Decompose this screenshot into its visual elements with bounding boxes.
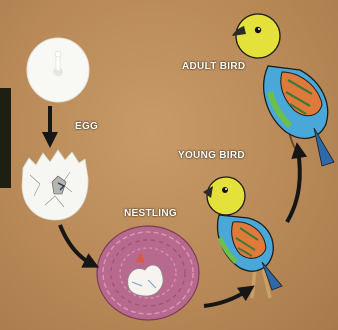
arrow-hatching-to-nest [60, 225, 92, 264]
hatching-egg-stage [22, 150, 88, 220]
young-bird-stage [203, 177, 282, 298]
stage-label-egg: EGG [75, 121, 98, 132]
stage-label-young-bird: YOUNG BIRD [178, 150, 245, 161]
nest-stage [97, 226, 199, 320]
stage-label-nestling: NESTLING [124, 208, 177, 219]
left-frame-edge [0, 88, 11, 188]
adult-bird-stage [232, 14, 334, 166]
egg-stage [27, 38, 89, 102]
arrow-nest-to-young [204, 290, 248, 306]
stage-label-adult-bird: ADULT BIRD [182, 61, 245, 72]
arrow-young-to-adult [287, 150, 300, 222]
